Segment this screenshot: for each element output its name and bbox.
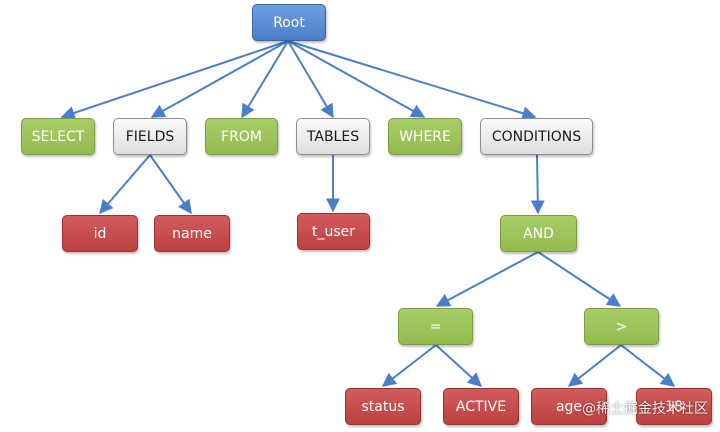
edge-fields-name xyxy=(149,154,192,215)
node-equals: = xyxy=(398,308,473,345)
node-id: id xyxy=(62,215,138,252)
edge-fields-id xyxy=(99,154,151,215)
edge-eq-status xyxy=(381,344,437,387)
edge-eq-active xyxy=(435,344,483,387)
node-eighteen: 18 xyxy=(636,388,712,425)
edge-root-from xyxy=(241,40,289,119)
edge-root-where xyxy=(287,40,426,118)
node-where: WHERE xyxy=(388,118,462,155)
edge-root-fields xyxy=(150,40,289,118)
edge-and-gt xyxy=(537,251,622,307)
node-active: ACTIVE xyxy=(443,388,519,425)
edge-root-tables xyxy=(287,40,334,119)
edge-conditions-and xyxy=(530,154,545,215)
node-root: Root xyxy=(252,4,326,41)
node-select: SELECT xyxy=(21,118,95,155)
node-status: status xyxy=(345,388,421,425)
edge-root-select xyxy=(60,40,289,120)
edge-root-conditions xyxy=(287,40,537,120)
node-fields: FIELDS xyxy=(113,118,187,155)
node-conditions: CONDITIONS xyxy=(480,118,593,155)
node-t-user: t_user xyxy=(297,213,370,250)
watermark: @稀土掘金技术社区 xyxy=(582,401,708,417)
edge-and-eq xyxy=(435,251,539,307)
edge-gt-age xyxy=(567,344,622,387)
node-and: AND xyxy=(500,215,577,252)
node-from: FROM xyxy=(205,118,278,155)
node-greater-than: > xyxy=(584,308,659,345)
node-age: age xyxy=(531,388,607,425)
node-tables: TABLES xyxy=(296,118,370,155)
node-name: name xyxy=(154,215,230,252)
edge-gt-eighteen xyxy=(620,344,676,387)
